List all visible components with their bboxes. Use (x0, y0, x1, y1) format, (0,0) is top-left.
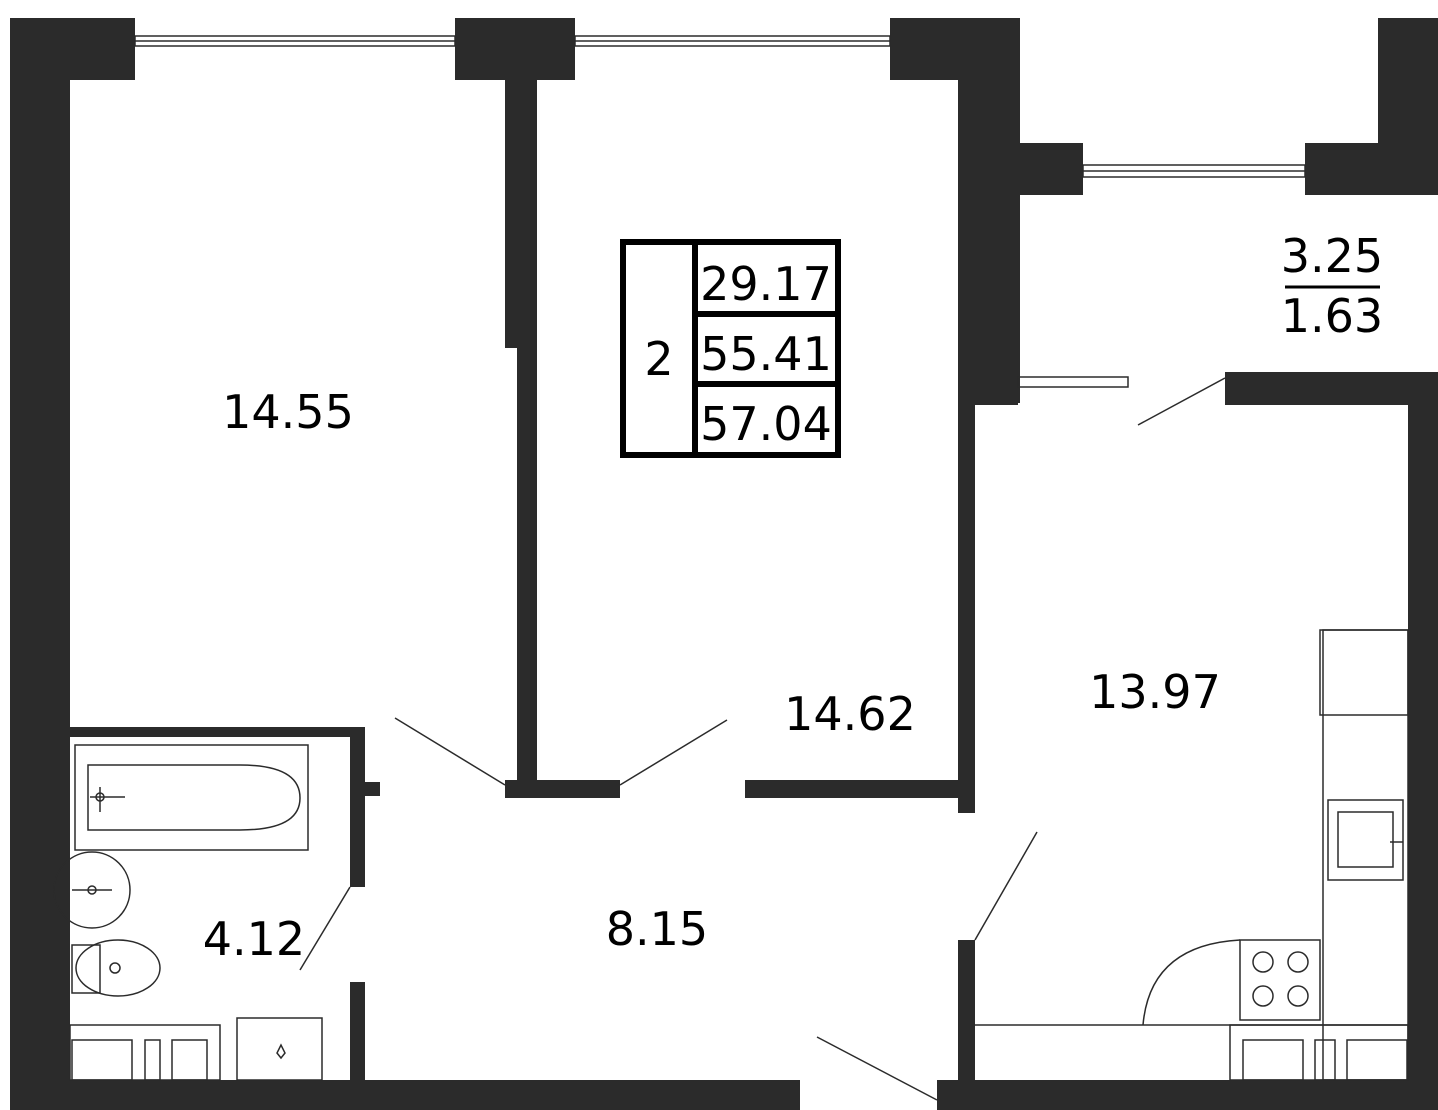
room-area-bathroom: 4.12 (203, 912, 305, 966)
bathroom-fixtures (53, 744, 323, 1081)
door-bedroom-left (394, 717, 506, 786)
summary-frame (620, 239, 841, 458)
room-area-bedroom-left: 14.55 (222, 385, 354, 439)
bathtub-icon (74, 744, 309, 851)
kitchen-fixtures (975, 629, 1409, 1081)
wall-left-outer (10, 18, 70, 1110)
wall-balcony-bottom-right (1225, 372, 1438, 405)
wall-balcony-left (958, 143, 1083, 195)
wall-bottom-right (937, 1080, 1438, 1110)
wall-top-1 (10, 18, 135, 80)
window-balcony-door (1017, 376, 1129, 388)
wall-bathroom-right-bottom (350, 982, 365, 1110)
doors (299, 377, 1226, 1101)
wall-right-lower (1408, 403, 1438, 1110)
door-bathroom (299, 886, 351, 971)
wall-bedroom-bottom-1 (505, 780, 620, 798)
wall-bathroom-top (70, 727, 365, 737)
total-area-with-balcony: 57.04 (700, 397, 832, 451)
wall-balcony-bottom-left (958, 372, 1018, 405)
rooms-count: 2 (644, 332, 673, 386)
wall-bedroom-bottom-2 (745, 780, 960, 798)
door-bedroom-middle (619, 719, 728, 786)
room-area-balcony-reduced: 1.63 (1281, 289, 1383, 343)
walls (10, 18, 1438, 1110)
sink-icon (53, 851, 131, 929)
wall-top-2 (455, 18, 575, 80)
apartment-summary: 2 29.17 55.41 57.04 (620, 239, 841, 458)
fridge-icon (1319, 629, 1409, 716)
sink-kitchen-icon (1327, 799, 1404, 881)
room-area-balcony: 3.25 (1281, 229, 1383, 283)
door-entrance (816, 1036, 938, 1101)
kitchen-counter-icon (1322, 629, 1409, 1081)
wall-bedrooms-divider-lower (517, 340, 537, 780)
wall-bathroom-stub (365, 782, 380, 796)
total-area: 55.41 (700, 327, 832, 381)
room-area-bedroom-middle: 14.62 (784, 687, 916, 741)
windows (134, 35, 1306, 388)
door-balcony (1137, 377, 1226, 426)
wall-bottom-left (10, 1080, 800, 1110)
wall-bedrooms-divider (505, 78, 537, 348)
wall-bathroom-right-top (350, 727, 365, 887)
room-area-kitchen: 13.97 (1089, 665, 1221, 719)
washing-machine-icon (236, 1017, 323, 1081)
wall-upper-right (958, 18, 1020, 403)
room-area-hallway: 8.15 (606, 902, 708, 956)
toilet-icon (75, 939, 161, 997)
living-area: 29.17 (700, 257, 832, 311)
wall-middle-kitchen (958, 403, 975, 813)
wall-kitchen-left-lower (958, 940, 975, 1110)
door-kitchen (974, 831, 1038, 941)
stove-icon (1239, 939, 1321, 1021)
room-labels: 14.55 14.62 13.97 8.15 4.12 3.25 1.63 (203, 229, 1383, 966)
wall-right-top (1378, 18, 1438, 195)
